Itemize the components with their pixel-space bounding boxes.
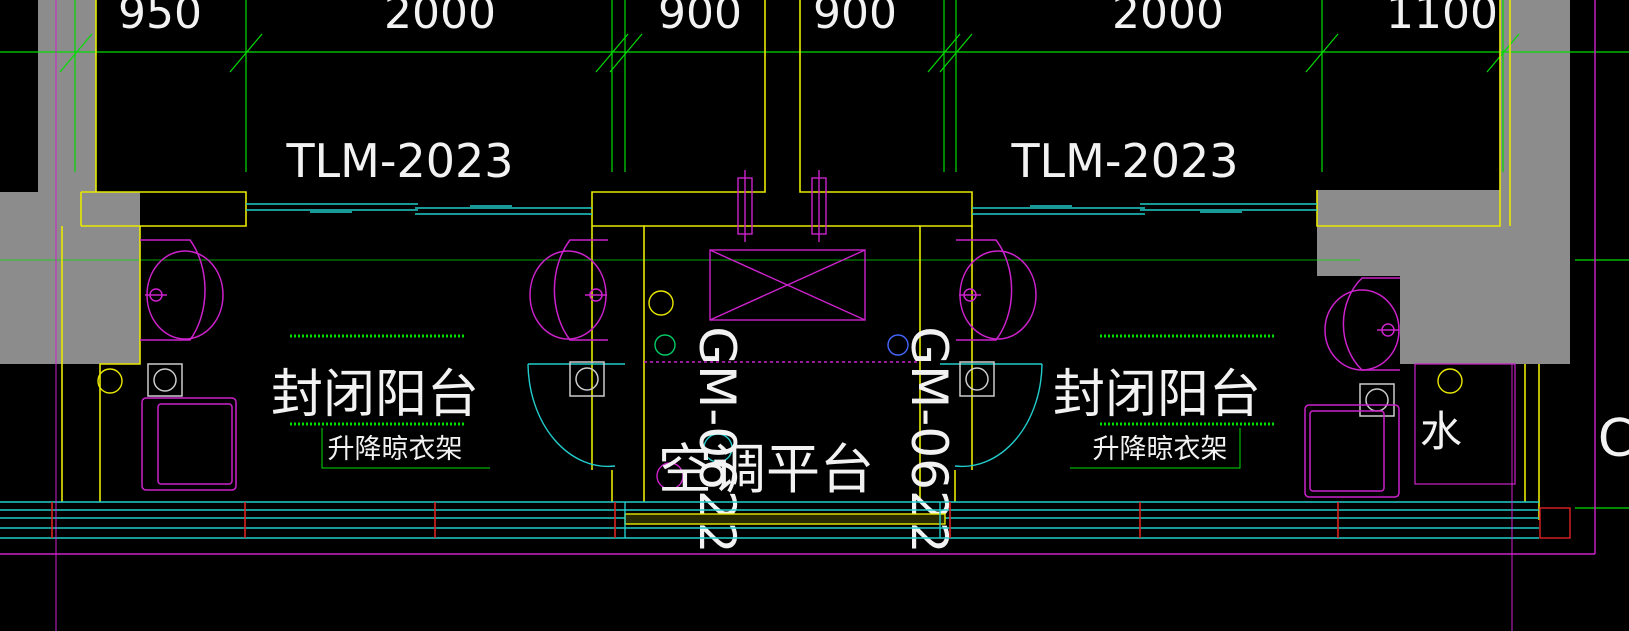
door-tag-left: TLM-2023 bbox=[285, 134, 513, 188]
drying-racks bbox=[290, 334, 1275, 469]
washing-machines bbox=[141, 361, 1400, 498]
drain-circles bbox=[97, 290, 1463, 490]
wall-outlines bbox=[61, 0, 1540, 520]
ac-platform-label: 空调平台 bbox=[658, 438, 874, 501]
dimension-lines bbox=[0, 0, 1629, 509]
balcony-label-left: 封闭阳台 bbox=[271, 365, 479, 425]
door-tag-right: TLM-2023 bbox=[1010, 134, 1238, 188]
ac-unit bbox=[644, 170, 920, 363]
washbasins bbox=[140, 239, 1400, 371]
dimension-values: 950 2000 900 900 2000 1100 bbox=[118, 0, 1498, 39]
wall-markers bbox=[51, 502, 1339, 538]
dimension-value: 900 bbox=[813, 0, 897, 39]
water-room-outline bbox=[1414, 363, 1516, 485]
drying-rack-label-right: 升降晾衣架 bbox=[1093, 434, 1228, 465]
dimension-value: 950 bbox=[118, 0, 202, 39]
dimension-value: 2000 bbox=[1112, 0, 1224, 39]
doors bbox=[246, 203, 1317, 468]
dimension-value: 900 bbox=[658, 0, 742, 39]
water-label: 水 bbox=[1420, 407, 1462, 456]
dimension-value: 2000 bbox=[384, 0, 496, 39]
structural-walls bbox=[0, 0, 1570, 364]
drying-rack-label-left: 升降晾衣架 bbox=[328, 434, 463, 465]
edge-letter-label: C bbox=[1598, 409, 1629, 469]
balcony-label-right: 封闭阳台 bbox=[1053, 365, 1261, 425]
dimension-value: 1100 bbox=[1386, 0, 1498, 39]
bottom-wall-bands bbox=[0, 0, 1596, 631]
